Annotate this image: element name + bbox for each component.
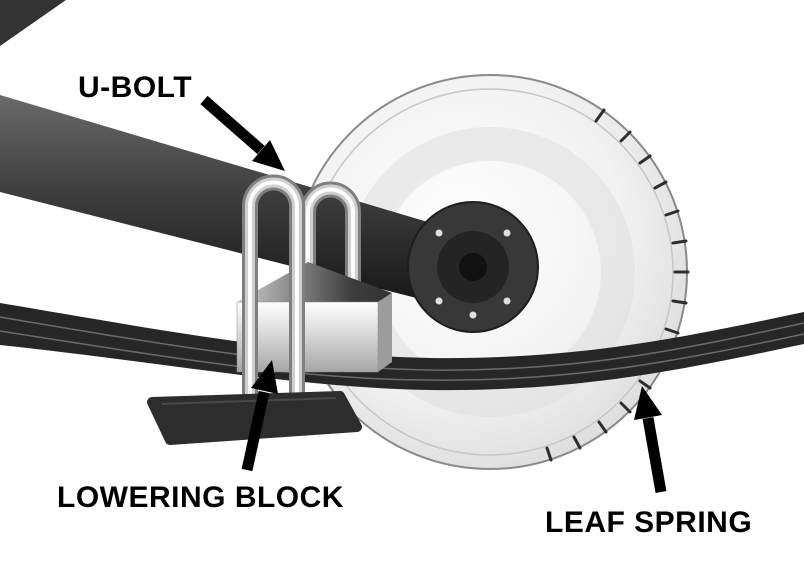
axle-hub [407, 201, 539, 333]
lowering-block-label: LOWERING BLOCK [57, 481, 344, 514]
leaf-spring-label: LEAF SPRING [545, 506, 752, 539]
u-bolt-label: U-BOLT [78, 71, 192, 104]
lowering-block-arrow [241, 360, 278, 472]
corner-wedge [0, 0, 66, 46]
lowering-block [236, 262, 392, 373]
rotor-vent-slots [545, 108, 690, 462]
axle-tube [0, 95, 448, 306]
u-bolt-rear [300, 181, 361, 368]
u-bolt-arrow [200, 95, 285, 171]
leaf-spring [0, 303, 804, 391]
u-bolt-front [242, 174, 305, 424]
leaf-spring-arrow [634, 386, 667, 493]
